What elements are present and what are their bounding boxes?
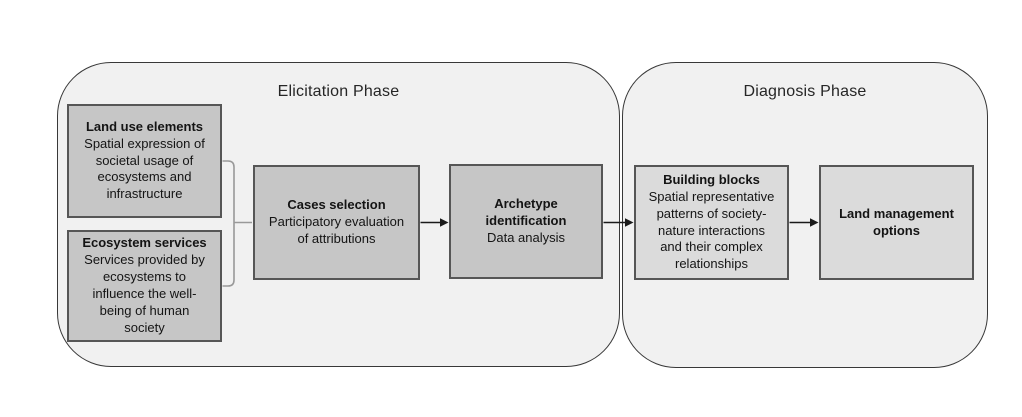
box-land-management-options: Land management options [819, 165, 974, 280]
box-title: Land use elements [85, 118, 204, 134]
box-archetype-identification: Archetype identification Data analysis [449, 164, 603, 279]
box-body: Participatory evaluation of attributions [268, 214, 405, 246]
box-ecosystem-services: Ecosystem services Services provided by … [67, 230, 222, 342]
box-title: Ecosystem services [82, 235, 207, 251]
box-body: Data analysis [486, 229, 566, 245]
box-title: Cases selection [287, 197, 386, 213]
box-title: Building blocks [663, 171, 760, 187]
box-body: Spatial representative patterns of socie… [648, 188, 775, 272]
box-cases-selection: Cases selection Participatory evaluation… [253, 165, 420, 280]
box-body: Spatial expression of societal usage of … [84, 135, 205, 202]
box-body: Services provided by ecosystems to influ… [84, 252, 205, 335]
phase-title-elicitation: Elicitation Phase [277, 83, 400, 100]
phase-title-diagnosis: Diagnosis Phase [743, 83, 867, 100]
box-building-blocks: Building blocks Spatial representative p… [634, 165, 789, 280]
box-title: Archetype identification [485, 196, 567, 229]
box-title: Land management options [839, 205, 954, 238]
box-land-use-elements: Land use elements Spatial expression of … [67, 104, 222, 218]
